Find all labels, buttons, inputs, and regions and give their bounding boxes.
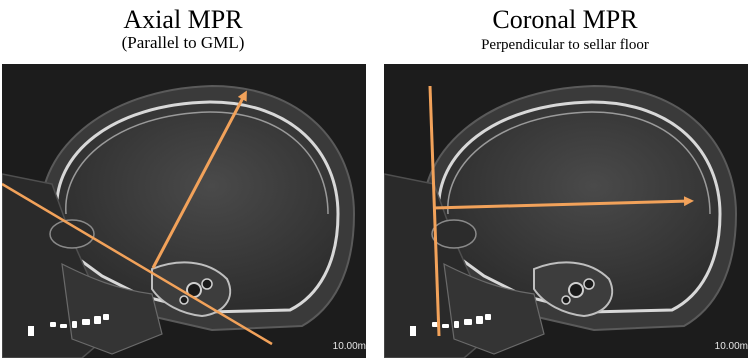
coronal-mpr-panel: Coronal MPR Perpendicular to sellar floo… [382, 0, 748, 358]
skull-sagittal-image [2, 64, 366, 358]
scale-label: 10.00m [333, 341, 366, 352]
scale-label: 10.00m [715, 341, 748, 352]
axial-mpr-panel: Axial MPR (Parallel to GML) [0, 0, 366, 358]
axial-panel-subtitle: (Parallel to GML) [0, 34, 366, 52]
coronal-ct-image: 10.00m [384, 64, 748, 358]
coronal-panel-title: Coronal MPR [382, 6, 748, 34]
axial-panel-title: Axial MPR [0, 6, 366, 34]
axial-ct-image: 10.00m [2, 64, 366, 358]
skull-sagittal-image [384, 64, 748, 358]
coronal-panel-subtitle: Perpendicular to sellar floor [382, 36, 748, 54]
